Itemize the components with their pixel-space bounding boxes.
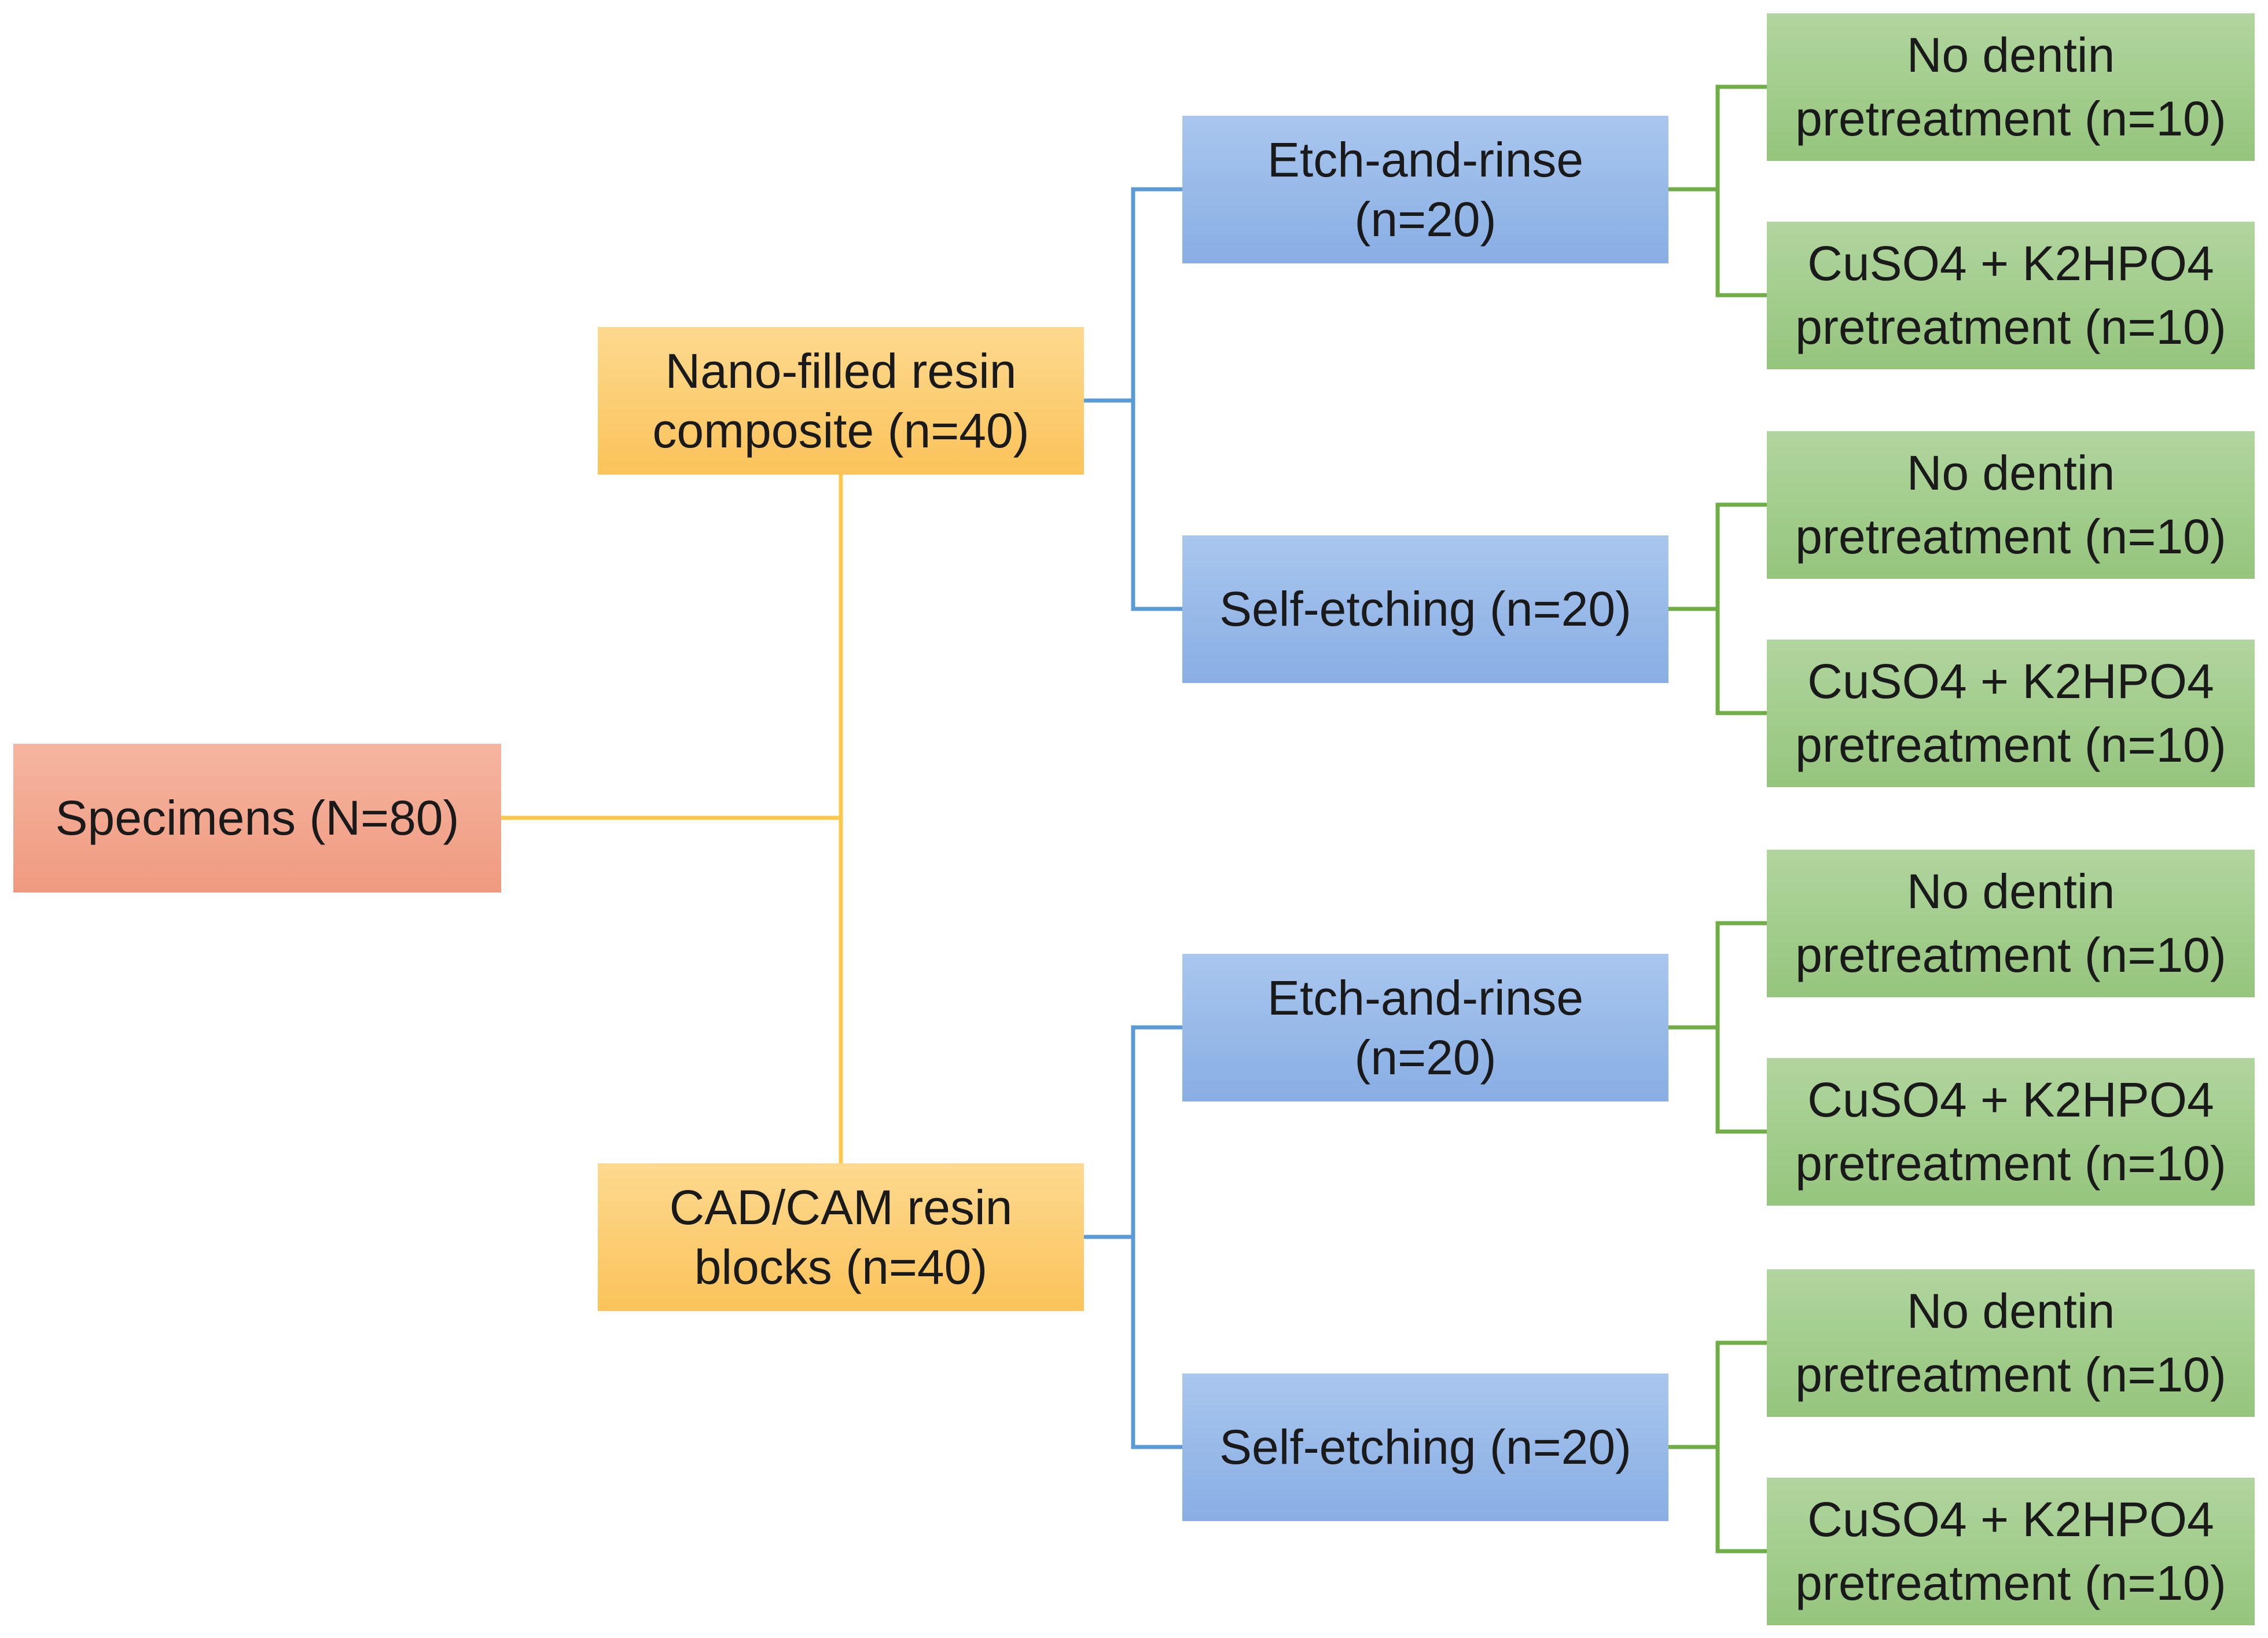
label-line: pretreatment (n=10)	[1795, 1136, 2226, 1191]
node-no-dentin-pretreatment: No dentin pretreatment (n=10)	[1767, 13, 2255, 161]
label-line: blocks (n=40)	[694, 1239, 988, 1294]
label-line: Self-etching (n=20)	[1219, 1420, 1632, 1475]
label-line: No dentin	[1906, 28, 2115, 83]
label-line: pretreatment (n=10)	[1795, 927, 2226, 982]
node-no-dentin-pretreatment: No dentin pretreatment (n=10)	[1767, 1269, 2255, 1417]
node-no-dentin-pretreatment: No dentin pretreatment (n=10)	[1767, 431, 2255, 579]
label-line: Nano-filled resin	[665, 344, 1017, 399]
label-line: Self-etching (n=20)	[1219, 582, 1632, 637]
label-line: Etch-and-rinse	[1267, 133, 1584, 188]
node-self-etching-1: Self-etching (n=20)	[1182, 535, 1668, 683]
label-line: Etch-and-rinse	[1267, 971, 1584, 1026]
node-nano-filled-resin-composite: Nano-filled resin composite (n=40)	[598, 327, 1084, 475]
label-line: CuSO4 + K2HPO4	[1807, 236, 2214, 291]
node-specimens: Specimens (N=80)	[13, 744, 501, 893]
label-line: No dentin	[1906, 864, 2115, 919]
node-self-etching-2: Self-etching (n=20)	[1182, 1373, 1668, 1521]
label-line: composite (n=40)	[652, 403, 1030, 458]
label-line: CAD/CAM resin	[669, 1180, 1013, 1235]
label-line: pretreatment (n=10)	[1795, 1555, 2226, 1610]
node-specimens-label: Specimens (N=80)	[55, 791, 460, 846]
node-cuso4-k2hpo4-pretreatment: CuSO4 + K2HPO4 pretreatment (n=10)	[1767, 222, 2255, 369]
node-cad-cam-resin-blocks: CAD/CAM resin blocks (n=40)	[598, 1163, 1084, 1311]
label-line: No dentin	[1906, 446, 2115, 501]
node-cuso4-k2hpo4-pretreatment: CuSO4 + K2HPO4 pretreatment (n=10)	[1767, 640, 2255, 787]
node-no-dentin-pretreatment: No dentin pretreatment (n=10)	[1767, 850, 2255, 997]
node-etch-and-rinse-2: Etch-and-rinse (n=20)	[1182, 954, 1668, 1101]
label-line: CuSO4 + K2HPO4	[1807, 1492, 2214, 1547]
label-line: (n=20)	[1354, 1030, 1497, 1085]
label-line: pretreatment (n=10)	[1795, 509, 2226, 564]
node-etch-and-rinse-1: Etch-and-rinse (n=20)	[1182, 116, 1668, 263]
label-line: pretreatment (n=10)	[1795, 1347, 2226, 1402]
label-line: No dentin	[1906, 1284, 2115, 1339]
label-line: CuSO4 + K2HPO4	[1807, 654, 2214, 709]
label-line: CuSO4 + K2HPO4	[1807, 1073, 2214, 1127]
label-line: pretreatment (n=10)	[1795, 299, 2226, 354]
label-line: pretreatment (n=10)	[1795, 91, 2226, 146]
label-line: pretreatment (n=10)	[1795, 717, 2226, 772]
node-cuso4-k2hpo4-pretreatment: CuSO4 + K2HPO4 pretreatment (n=10)	[1767, 1478, 2255, 1625]
label-line: (n=20)	[1354, 192, 1497, 247]
node-cuso4-k2hpo4-pretreatment: CuSO4 + K2HPO4 pretreatment (n=10)	[1767, 1058, 2255, 1206]
